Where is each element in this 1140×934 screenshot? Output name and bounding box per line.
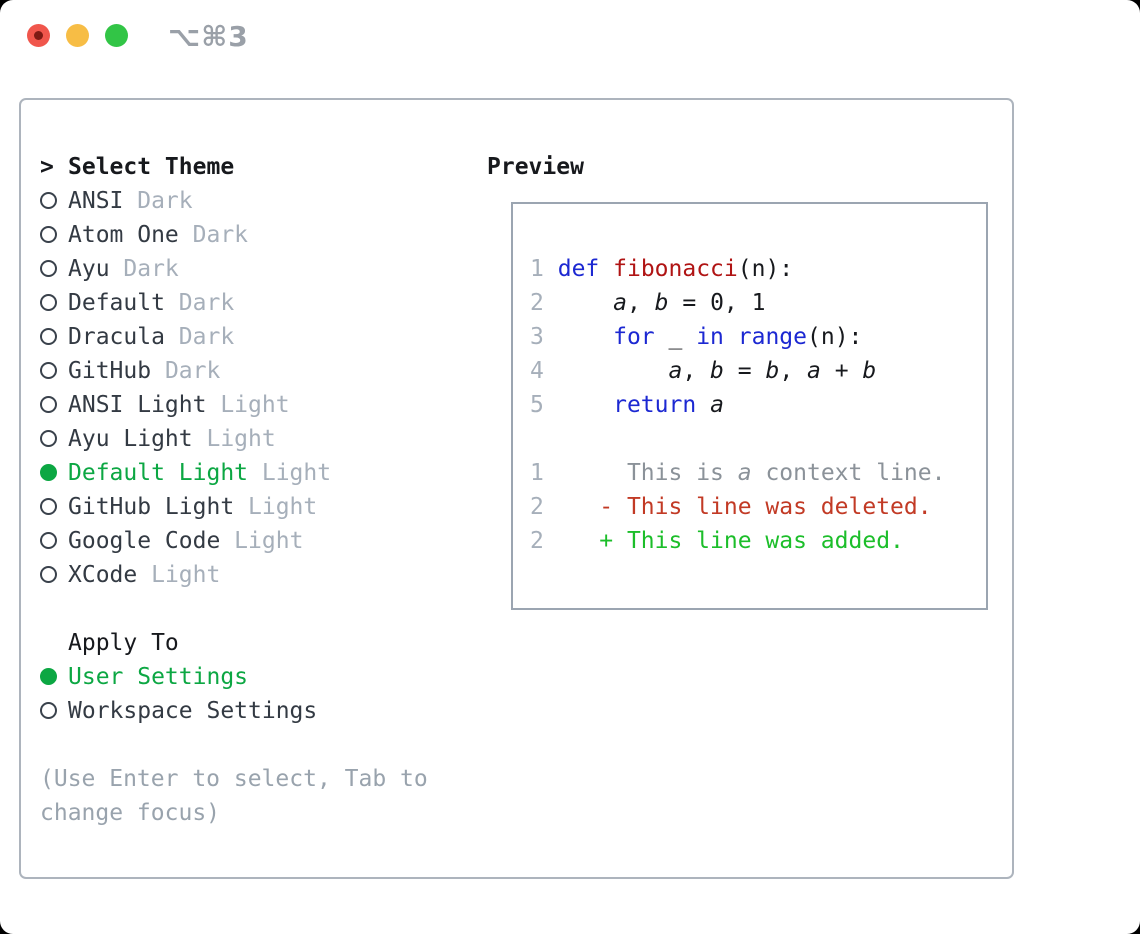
option-variant: Light <box>248 460 332 486</box>
option-label: Default Light <box>68 460 249 486</box>
option-variant: Dark <box>123 188 193 214</box>
hint-text: (Use Enter to select, Tab to change focus… <box>40 762 428 830</box>
option-label: Dracula <box>68 324 165 350</box>
radio-selected-icon <box>40 464 57 481</box>
code-preview: 1 def fibonacci(n): 2 a, b = 0, 1 3 for … <box>530 256 946 554</box>
apply-option[interactable]: User Settings <box>40 660 428 694</box>
option-variant: Dark <box>164 290 235 316</box>
line-number: 2 <box>530 494 544 520</box>
radio-selected-icon <box>40 668 57 685</box>
option-variant: Light <box>234 494 318 520</box>
line-number: 4 <box>530 358 544 384</box>
radio-icon <box>40 430 57 447</box>
line-number: 3 <box>530 324 544 350</box>
minimize-button[interactable] <box>66 24 89 47</box>
theme-option[interactable]: Default Dark <box>40 286 428 320</box>
apply-to-header: Apply To <box>40 626 428 660</box>
option-label: ANSI <box>68 188 124 214</box>
option-variant: Dark <box>164 324 235 350</box>
line-number: 2 <box>530 290 544 316</box>
preview-box: 1 def fibonacci(n): 2 a, b = 0, 1 3 for … <box>511 202 988 610</box>
option-variant: Dark <box>109 256 179 282</box>
theme-option[interactable]: Ayu Light Light <box>40 422 428 456</box>
radio-icon <box>40 294 57 311</box>
radio-icon <box>40 498 57 515</box>
theme-option[interactable]: XCode Light <box>40 558 428 592</box>
theme-option[interactable]: Dracula Dark <box>40 320 428 354</box>
option-label: XCode <box>68 562 138 588</box>
close-dot-icon <box>34 31 43 40</box>
radio-icon <box>40 192 57 209</box>
line-number: 5 <box>530 392 544 418</box>
radio-icon <box>40 532 57 549</box>
option-label: Ayu <box>68 256 110 282</box>
option-label: Ayu Light <box>68 426 193 452</box>
section-title: Apply To <box>68 630 179 656</box>
option-label: User Settings <box>68 664 249 690</box>
zoom-button[interactable] <box>105 24 128 47</box>
hint-line: change focus) <box>40 800 221 826</box>
radio-icon <box>40 260 57 277</box>
apply-option[interactable]: Workspace Settings <box>40 694 428 728</box>
radio-icon <box>40 328 57 345</box>
theme-option[interactable]: ANSI Dark <box>40 184 428 218</box>
theme-option[interactable]: Atom One Dark <box>40 218 428 252</box>
option-variant: Light <box>137 562 221 588</box>
option-label: GitHub Light <box>68 494 235 520</box>
selection-cursor: > <box>40 154 54 180</box>
option-label: Google Code <box>68 528 221 554</box>
option-label: Atom One <box>68 222 179 248</box>
spacer-row <box>40 592 428 626</box>
option-label: Default <box>68 290 165 316</box>
radio-icon <box>40 566 57 583</box>
radio-icon <box>40 702 57 719</box>
radio-icon <box>40 362 57 379</box>
theme-option[interactable]: ANSI Light Light <box>40 388 428 422</box>
option-label: GitHub <box>68 358 152 384</box>
spacer-row <box>40 728 428 762</box>
option-variant: Light <box>206 392 290 418</box>
window-title: ⌥⌘3 <box>168 20 249 53</box>
section-title: Select Theme <box>68 154 235 180</box>
line-number: 1 <box>530 256 544 282</box>
theme-option[interactable]: GitHub Light Light <box>40 490 428 524</box>
option-label: ANSI Light <box>68 392 207 418</box>
radio-icon <box>40 226 57 243</box>
hint-line: (Use Enter to select, Tab to <box>40 766 428 792</box>
preview-header: Preview <box>487 154 584 180</box>
option-variant: Light <box>192 426 276 452</box>
option-label: Workspace Settings <box>68 698 318 724</box>
theme-option[interactable]: Default Light Light <box>40 456 428 490</box>
radio-icon <box>40 396 57 413</box>
line-number: 1 <box>530 460 544 486</box>
theme-option[interactable]: GitHub Dark <box>40 354 428 388</box>
theme-option[interactable]: Google Code Light <box>40 524 428 558</box>
close-button[interactable] <box>27 24 50 47</box>
option-variant: Dark <box>178 222 249 248</box>
theme-option[interactable]: Ayu Dark <box>40 252 428 286</box>
option-variant: Light <box>220 528 304 554</box>
theme-selector-header: > Select Theme <box>40 150 428 184</box>
line-number: 2 <box>530 528 544 554</box>
option-variant: Dark <box>151 358 221 384</box>
